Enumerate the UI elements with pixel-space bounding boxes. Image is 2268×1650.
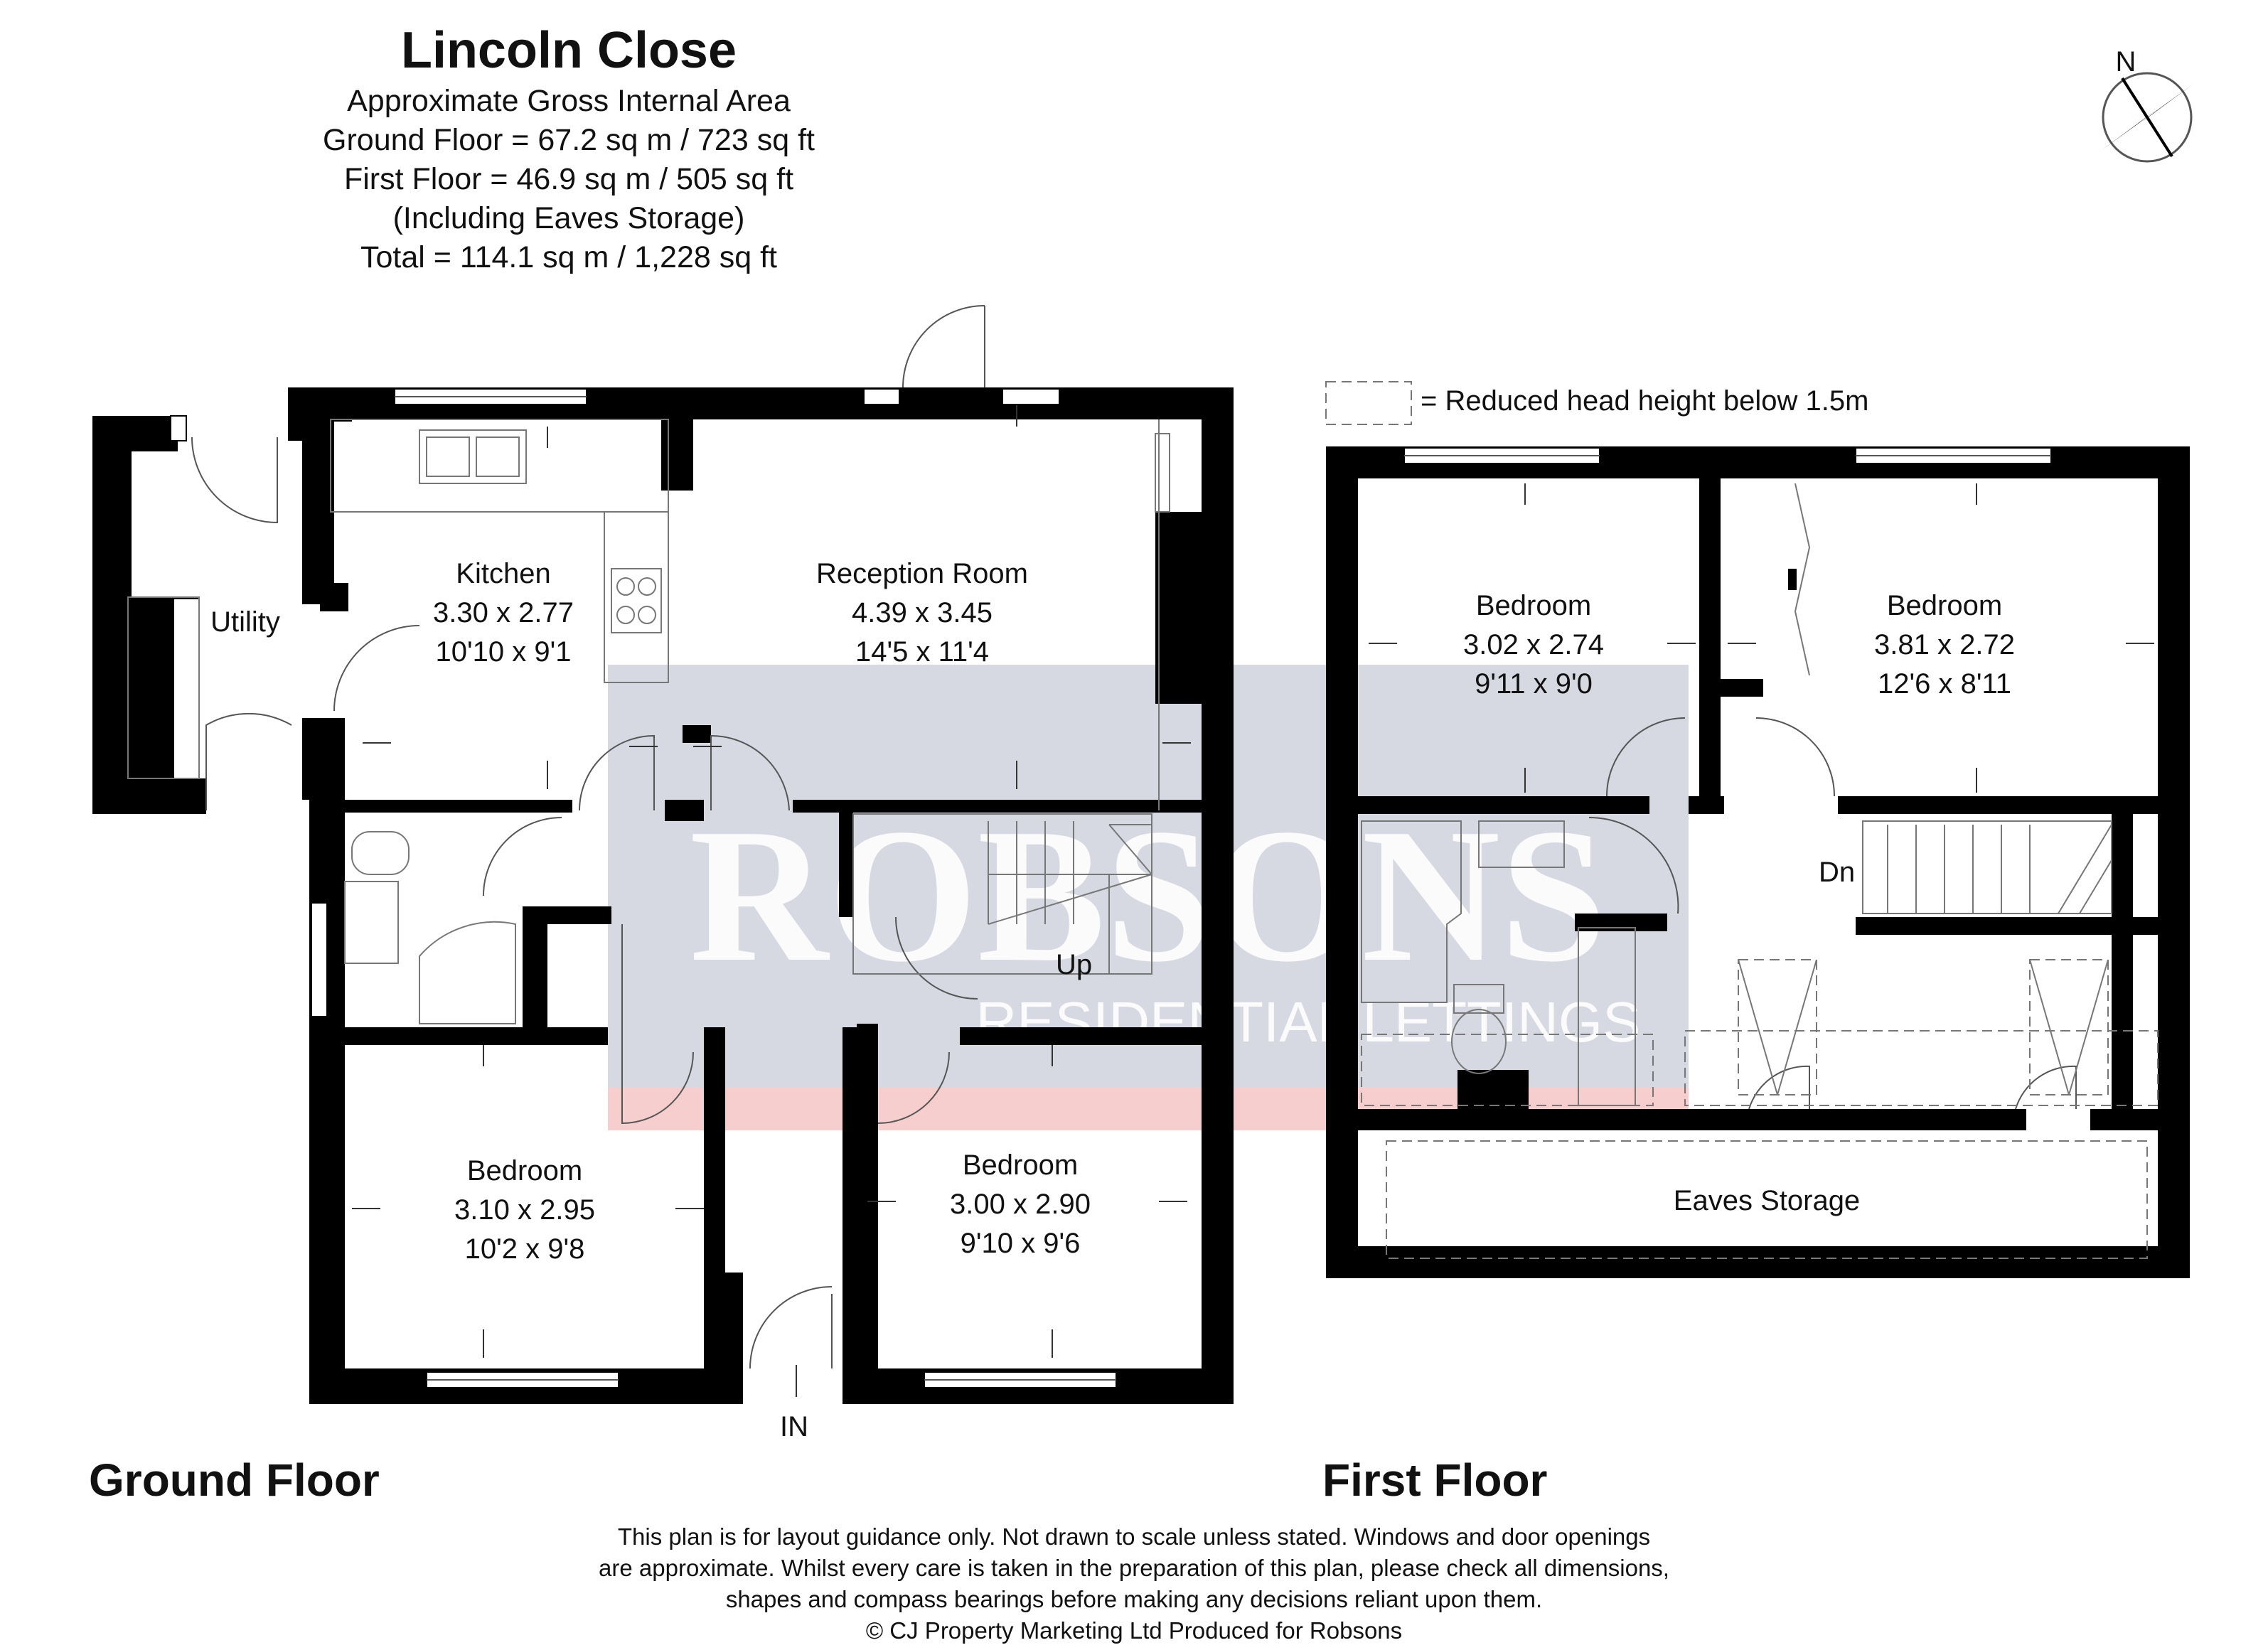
ground-bedroom-left-metric: 3.10 x 2.95 [454,1194,595,1226]
eaves-storage-label: Eaves Storage [1674,1185,1860,1216]
disclaimer-line-3: shapes and compass bearings before makin… [725,1586,1543,1612]
area-heading: Approximate Gross Internal Area [347,84,791,118]
reception-label: Reception Room [816,558,1028,589]
compass-rose-icon: N [2101,46,2193,163]
ground-floor-area: Ground Floor = 67.2 sq m / 723 sq ft [323,123,815,157]
utility-label: Utility [210,606,280,638]
first-bedroom-left-imperial: 9'11 x 9'0 [1475,668,1593,700]
ground-bedroom-left-imperial: 10'2 x 9'8 [465,1233,585,1265]
ground-floor-title: Ground Floor [89,1455,380,1506]
stairs-down-label: Dn [1819,857,1855,888]
stairs-up-label: Up [1056,949,1092,980]
first-bedroom-left-label: Bedroom [1476,590,1591,621]
first-floor-area: First Floor = 46.9 sq m / 505 sq ft [343,162,794,196]
eaves-note: (Including Eaves Storage) [392,201,745,235]
disclaimer: This plan is for layout guidance only. N… [427,1521,1841,1646]
kitchen-imperial: 10'10 x 9'1 [436,636,572,668]
disclaimer-line-2: are approximate. Whilst every care is ta… [599,1555,1669,1581]
ground-bedroom-right-imperial: 9'10 x 9'6 [961,1228,1081,1259]
ground-bedroom-right-label: Bedroom [963,1150,1078,1181]
first-bedroom-right-imperial: 12'6 x 8'11 [1878,668,2011,700]
ground-bedroom-right-metric: 3.00 x 2.90 [950,1189,1091,1220]
total-area: Total = 114.1 sq m / 1,228 sq ft [360,240,778,274]
first-bedroom-right-metric: 3.81 x 2.72 [1874,629,2015,660]
entrance-label: IN [780,1411,808,1442]
first-floor-plan: = Reduced head height below 1.5m [1325,381,2190,1278]
ground-bedroom-left-label: Bedroom [467,1155,582,1186]
ground-floor-plan: Utility Kitchen 3.30 x 2.77 10'10 x 9'1 … [92,305,1234,1442]
legend-text: = Reduced head height below 1.5m [1421,385,1868,417]
watermark: ROBSONS RESIDENTIAL LETTINGS [608,665,1689,1130]
reception-imperial: 14'5 x 11'4 [855,636,989,668]
reception-metric: 4.39 x 3.45 [852,597,993,628]
first-floor-title: First Floor [1322,1455,1548,1506]
kitchen-metric: 3.30 x 2.77 [433,597,574,628]
kitchen-label: Kitchen [456,558,550,589]
compass-north-label: N [2116,46,2136,77]
first-bedroom-left-metric: 3.02 x 2.74 [1463,629,1604,660]
watermark-brand: ROBSONS [690,789,1607,1002]
plan-title: Lincoln Close [400,22,737,79]
disclaimer-line-1: This plan is for layout guidance only. N… [617,1523,1651,1550]
first-bedroom-right-label: Bedroom [1887,590,2002,621]
copyright: © CJ Property Marketing Ltd Produced for… [865,1617,1403,1644]
